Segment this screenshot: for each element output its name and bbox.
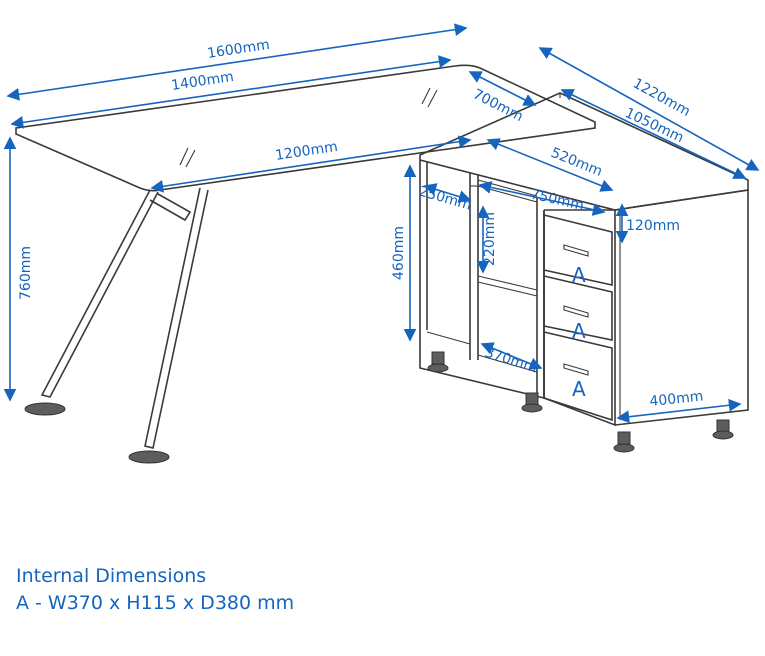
cabinet-foot-4 [716,419,730,433]
drawer-label-3: A [572,377,586,401]
notes-title: Internal Dimensions [16,565,207,587]
cabinet-foot-2 [525,392,539,406]
dim-1400: 1400mm [170,69,235,94]
dim-370: 370mm [483,345,539,377]
desk-diagram: 1600mm 1400mm 1200mm 700mm 1220mm 1050mm… [3,23,760,464]
drawer-label-1: A [572,263,586,287]
dim-700: 700mm [470,86,525,125]
internal-dimensions-note: Internal Dimensions A - W370 x H115 x D3… [16,565,294,614]
cabinet-foot-3 [617,431,631,445]
dim-220: 220mm [482,212,498,266]
drawer-labels: A A A [572,263,586,401]
dim-1200: 1200mm [274,139,339,164]
notes-line: A - W370 x H115 x D380 mm [16,592,295,614]
dim-460: 460mm [391,226,407,280]
dimension-lines [3,23,760,424]
dim-400: 400mm [649,388,704,410]
desk-foot-left [24,402,66,416]
drawer-label-2: A [572,319,586,343]
dim-120: 120mm [626,218,680,234]
dimension-labels: 1600mm 1400mm 1200mm 700mm 1220mm 1050mm… [18,37,704,410]
desk-foot-right [128,450,170,464]
dim-250: 250mm [417,183,473,213]
dim-520: 520mm [549,145,605,180]
cabinet-foot-1 [431,351,445,365]
dim-760: 760mm [18,246,34,300]
